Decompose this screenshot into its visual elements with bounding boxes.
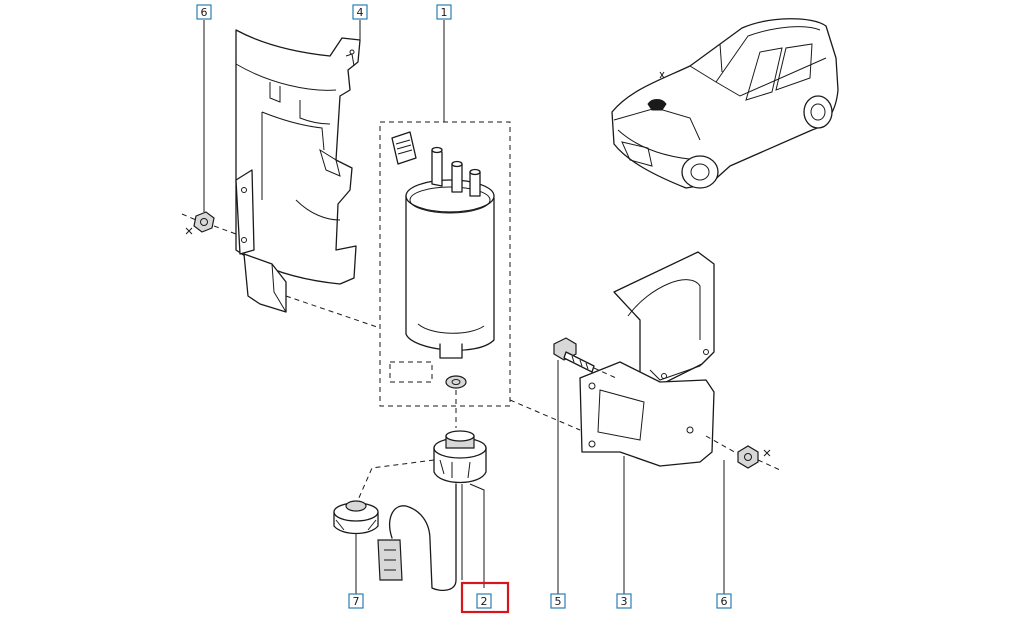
callout-2[interactable]: 2 xyxy=(460,581,510,614)
nut-part-right xyxy=(705,435,781,471)
callout-6-bottom[interactable]: 6 xyxy=(716,593,732,609)
mounting-bracket-part xyxy=(579,251,715,467)
sensor-ring-part xyxy=(333,500,379,535)
nut-part-top xyxy=(181,211,237,235)
callout-5[interactable]: 5 xyxy=(550,593,566,609)
callout-3[interactable]: 3 xyxy=(616,593,632,609)
highlight-frame xyxy=(460,581,510,614)
assembly-guide-lines xyxy=(285,295,617,501)
callout-2-text: 2 xyxy=(481,595,488,608)
callout-7[interactable]: 7 xyxy=(348,593,364,609)
callout-4[interactable]: 4 xyxy=(352,4,368,20)
callout-6-bottom-text: 6 xyxy=(721,595,728,608)
water-sensor-part xyxy=(377,430,487,592)
heat-shield-part xyxy=(235,29,361,313)
fuel-filter-part xyxy=(379,121,511,407)
instruction-leaflet-icon xyxy=(391,131,417,165)
vehicle-location-thumbnail xyxy=(611,18,839,189)
callout-6-top-text: 6 xyxy=(201,6,208,19)
bolt-part xyxy=(553,337,595,373)
callout-1-text: 1 xyxy=(441,6,448,19)
callout-4-text: 4 xyxy=(357,6,364,19)
callout-6-top[interactable]: 6 xyxy=(196,4,212,20)
callout-3-text: 3 xyxy=(621,595,628,608)
callout-1[interactable]: 1 xyxy=(436,4,452,20)
callout-5-text: 5 xyxy=(555,595,562,608)
callout-7-text: 7 xyxy=(353,595,360,608)
callout-leader-lines xyxy=(203,20,725,594)
